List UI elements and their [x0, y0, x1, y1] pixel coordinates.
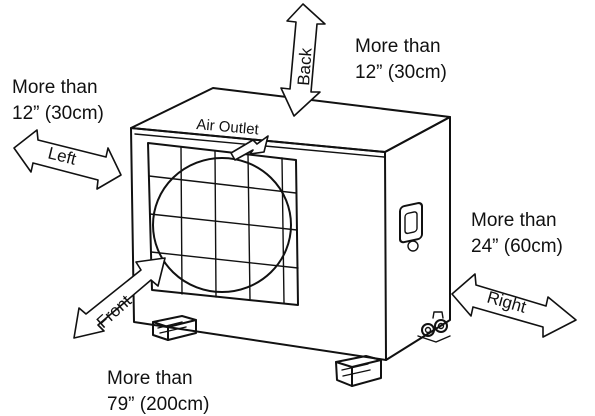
right-clearance-line2: 24” (60cm)	[471, 236, 563, 257]
service-valves	[417, 311, 451, 343]
front-clearance-line2: 79” (200cm)	[107, 394, 209, 415]
unit-side-face	[384, 116, 451, 361]
front-arrow: Front	[73, 257, 166, 339]
grille-bars	[148, 146, 299, 304]
back-clearance-label: More than 12” (30cm)	[355, 36, 447, 83]
back-clearance-line1: More than	[355, 36, 441, 57]
side-handle	[399, 202, 423, 252]
air-outlet-arrow	[230, 135, 269, 161]
air-outlet-label: Air Outlet	[196, 116, 261, 138]
right-clearance-line1: More than	[471, 210, 557, 231]
fan-circle	[152, 157, 292, 293]
left-clearance-line1: More than	[12, 77, 98, 98]
right-clearance-label: More than 24” (60cm)	[471, 210, 563, 257]
back-arrow: Back	[280, 3, 326, 117]
back-clearance-line2: 12” (30cm)	[355, 62, 447, 83]
outdoor-unit	[130, 87, 451, 387]
left-clearance-line2: 12” (30cm)	[12, 103, 104, 124]
foot-right	[335, 355, 382, 387]
left-clearance-label: More than 12” (30cm)	[12, 77, 104, 124]
left-arrow: Left	[13, 129, 122, 190]
front-clearance-label: More than 79” (200cm)	[107, 368, 209, 415]
fan-grille-frame	[147, 142, 299, 306]
right-arrow: Right	[451, 273, 577, 338]
back-arrow-label: Back	[294, 47, 316, 87]
front-clearance-line1: More than	[107, 368, 193, 389]
foot-left	[152, 315, 197, 341]
